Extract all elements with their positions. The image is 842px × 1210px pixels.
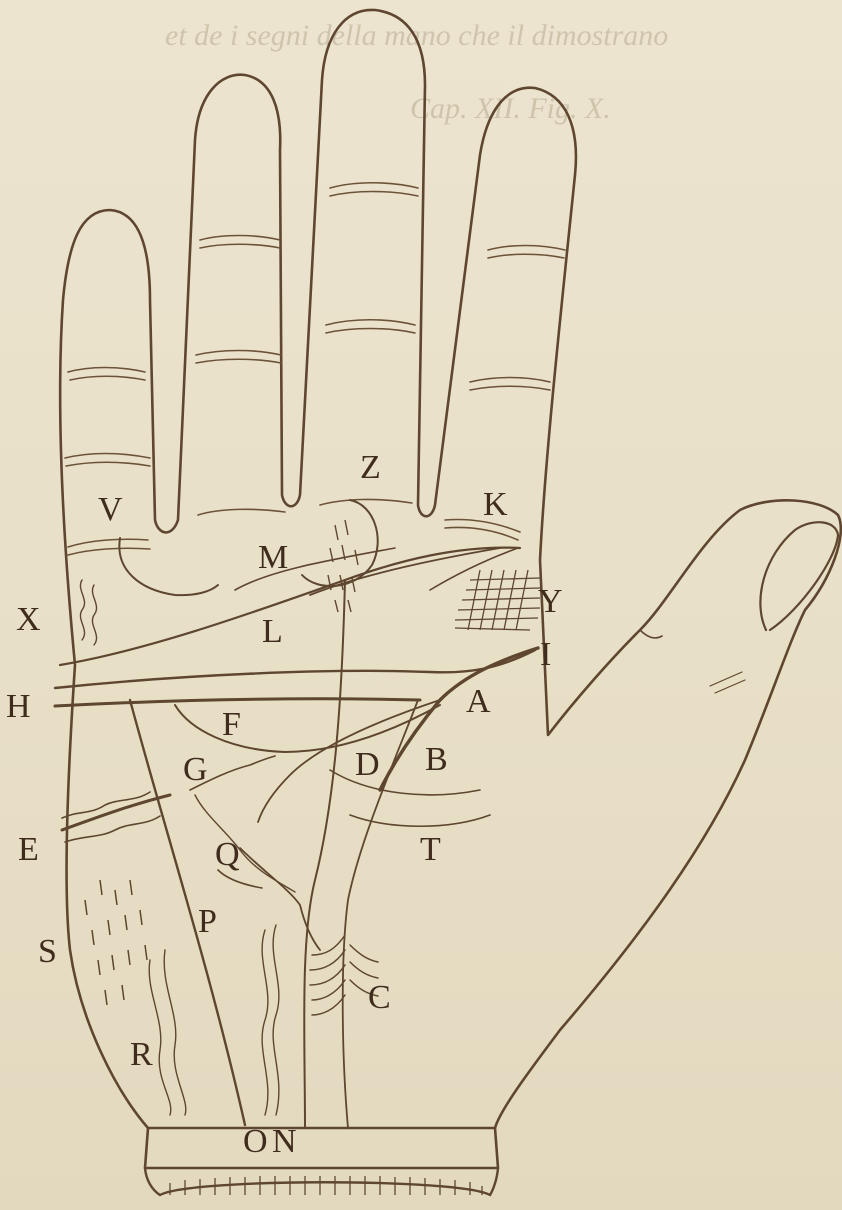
label-P: P	[198, 903, 217, 940]
thumb-crease	[710, 672, 745, 693]
wavy-lines-centre	[262, 925, 279, 1115]
label-Q: Q	[215, 836, 240, 873]
wavy-lines-r	[149, 950, 186, 1115]
label-I: I	[540, 636, 551, 673]
bleed-through-line-2: Cap. XII. Fig. X.	[410, 92, 611, 125]
thumb-joint	[640, 630, 662, 638]
bleed-through-line-1: et de i segni della mano che il dimostra…	[165, 19, 668, 52]
label-N: N	[272, 1123, 297, 1160]
dotted-marks-z	[328, 520, 358, 612]
label-E: E	[18, 831, 39, 868]
wrist-cuff	[145, 1128, 498, 1195]
label-K: K	[483, 486, 508, 523]
tick-marks-s	[85, 880, 147, 1005]
label-R: R	[130, 1036, 153, 1073]
label-H: H	[6, 688, 31, 725]
label-G: G	[183, 751, 208, 788]
label-L: L	[262, 613, 283, 650]
label-M: M	[258, 539, 288, 576]
label-D: D	[355, 746, 380, 783]
label-F: F	[222, 706, 241, 743]
hand-outline	[60, 10, 841, 1128]
label-V: V	[98, 491, 123, 528]
letter-labels: V Z K M X Y L I H A F D B G E T Q S P C …	[6, 449, 563, 1160]
label-Y: Y	[538, 583, 563, 620]
label-C: C	[368, 979, 391, 1016]
label-O: O	[243, 1123, 268, 1160]
label-Z: Z	[360, 449, 381, 486]
palm-lines	[55, 500, 548, 1128]
label-S: S	[38, 933, 57, 970]
label-X: X	[16, 601, 41, 638]
label-B: B	[425, 741, 448, 778]
hatched-square	[455, 570, 540, 630]
wavy-marks-x	[80, 580, 96, 645]
label-A: A	[466, 683, 491, 720]
label-T: T	[420, 831, 441, 868]
